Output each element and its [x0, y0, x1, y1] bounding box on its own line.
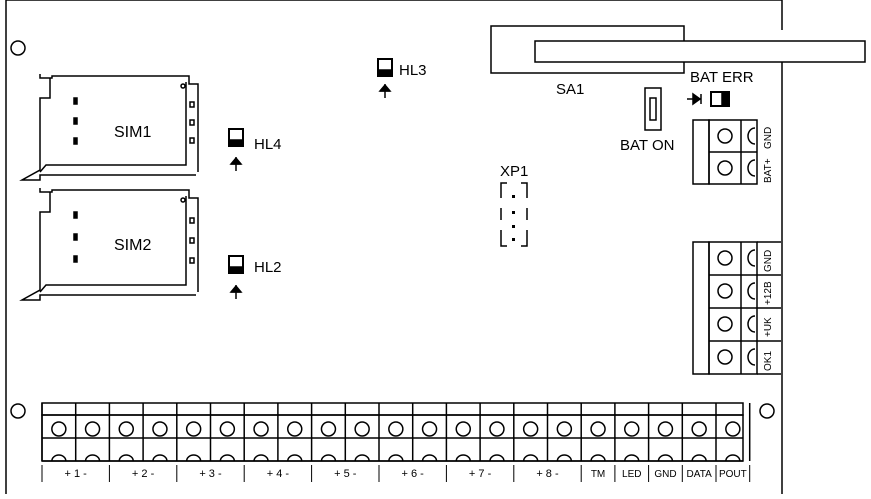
- terminal-screw: [320, 421, 337, 437]
- terminal-screw: [118, 421, 134, 437]
- power-terminal-block: [692, 241, 781, 375]
- power-terminal-label-uk: +UK: [763, 317, 774, 337]
- terminal-screw: [657, 421, 674, 437]
- bat-err-label: BAT ERR: [690, 69, 754, 86]
- bottom-terminal-block: [41, 402, 751, 462]
- sa1-switch: [490, 25, 866, 74]
- terminal-clamp: [657, 454, 674, 462]
- led-hl4: [228, 128, 244, 171]
- terminal-clamp: [522, 454, 539, 462]
- hl2-label: HL2: [254, 259, 282, 276]
- bat-on-label: BAT ON: [620, 137, 674, 154]
- terminal-screw: [287, 421, 303, 437]
- terminal-clamp: [691, 454, 707, 462]
- terminal-clamp: [253, 454, 269, 462]
- terminal-clamp: [287, 454, 303, 462]
- terminal-clamp: [118, 454, 134, 462]
- terminal-screw: [51, 421, 67, 437]
- terminal-screw: [522, 421, 539, 437]
- terminal-label: + 2 -: [132, 468, 155, 480]
- terminal-label: LED: [622, 469, 641, 480]
- sim1-label: SIM1: [114, 124, 151, 141]
- bat-err-led: [687, 91, 730, 107]
- mounting-hole-top-left: [10, 40, 26, 56]
- xp1-label: XP1: [500, 163, 528, 180]
- terminal-label: + 7 -: [469, 468, 492, 480]
- terminal-clamp: [219, 454, 236, 462]
- terminal-screw: [388, 421, 404, 437]
- terminal-clamp: [421, 454, 438, 462]
- terminal-clamp: [388, 454, 404, 462]
- terminal-clamp: [320, 454, 337, 462]
- sa1-label: SA1: [556, 81, 584, 98]
- terminal-clamp: [84, 454, 101, 462]
- terminal-clamp: [455, 454, 471, 462]
- power-terminal-label-12b: +12B: [763, 281, 774, 305]
- board-outline: [5, 0, 783, 494]
- terminal-screw: [253, 421, 269, 437]
- terminal-label: GND: [654, 469, 676, 480]
- terminal-clamp: [489, 454, 505, 462]
- bottom-terminal-labels: + 1 - + 2 - + 3 - + 4 - + 5 - + 6 - + 7 - + 8 -…: [41, 465, 751, 482]
- terminal-clamp: [624, 454, 640, 462]
- led-hl2: [228, 255, 244, 299]
- terminal-label: DATA: [687, 469, 713, 480]
- led-hl3: [377, 58, 393, 98]
- terminal-screw: [152, 421, 168, 437]
- hl3-label: HL3: [399, 62, 427, 79]
- terminal-clamp: [590, 454, 606, 462]
- terminal-label: + 8 -: [536, 468, 559, 480]
- battery-terminal-block: [692, 119, 758, 185]
- sim2-label: SIM2: [114, 237, 151, 254]
- bat-on-jumper: [644, 87, 662, 131]
- terminal-screw: [691, 421, 707, 437]
- terminal-screw: [84, 421, 101, 437]
- terminal-label: + 4 -: [267, 468, 290, 480]
- terminal-clamp: [556, 454, 573, 462]
- terminal-screw: [590, 421, 606, 437]
- terminal-screw: [624, 421, 640, 437]
- terminal-clamp: [354, 454, 370, 462]
- power-terminal-label-ok1: OK1: [763, 351, 774, 371]
- terminal-label: TM: [591, 469, 605, 480]
- terminal-label: POUT: [719, 469, 747, 480]
- sim1-holder: [19, 74, 199, 181]
- terminal-screw: [489, 421, 505, 437]
- terminal-clamp: [51, 454, 67, 462]
- terminal-screw: [185, 421, 202, 437]
- terminal-clamp: [725, 454, 741, 462]
- terminal-label: + 1 -: [65, 468, 88, 480]
- terminal-screw: [556, 421, 573, 437]
- power-terminal-label-gnd: GND: [763, 250, 774, 272]
- terminal-screw: [354, 421, 370, 437]
- bat-terminal-label-gnd: GND: [763, 127, 774, 149]
- terminal-label: + 3 -: [199, 468, 222, 480]
- terminal-screw: [219, 421, 236, 437]
- terminal-screw: [725, 421, 741, 437]
- sim2-holder: [19, 188, 199, 301]
- terminal-label: + 5 -: [334, 468, 357, 480]
- terminal-screw: [421, 421, 438, 437]
- bat-terminal-label-batplus: BAT+: [763, 158, 774, 183]
- terminal-label: + 6 -: [402, 468, 425, 480]
- terminal-clamp: [185, 454, 202, 462]
- mounting-hole-bottom-left: [10, 403, 26, 419]
- xp1-connector: [500, 182, 528, 247]
- mounting-hole-bottom-right: [759, 403, 775, 419]
- hl4-label: HL4: [254, 136, 282, 153]
- terminal-screw: [455, 421, 471, 437]
- terminal-clamp: [152, 454, 168, 462]
